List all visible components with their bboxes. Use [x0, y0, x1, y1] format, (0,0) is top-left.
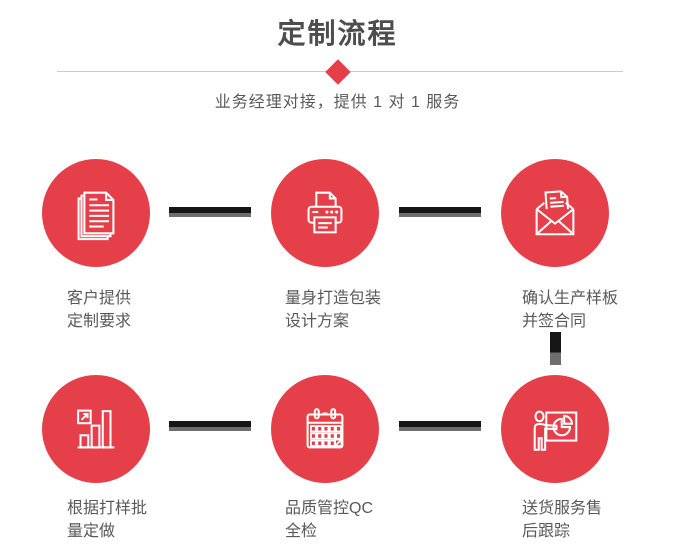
step-label-line2: 全检 [285, 523, 318, 540]
step-label: 客户提供 定制要求 [67, 287, 131, 333]
step-label-line2: 量定做 [67, 523, 116, 540]
step-circle-envelope [501, 159, 609, 267]
step-label-line1: 确认生产样板 [522, 290, 619, 307]
step-label: 确认生产样板 并签合同 [522, 287, 618, 333]
step-label: 送货服务售 后跟踪 [522, 497, 602, 543]
step-circle-bar-chart [42, 375, 150, 483]
connector-horizontal [169, 421, 251, 431]
step-label-line2: 并签合同 [522, 313, 587, 330]
step-label-line1: 送货服务售 [522, 500, 603, 517]
step-label-line1: 品质管控QC [285, 500, 374, 517]
step-circle-presentation [501, 375, 609, 483]
page-title: 定制流程 [277, 18, 398, 49]
connector-vertical [550, 332, 561, 365]
step-circle-calendar [271, 375, 379, 483]
step-label-line2: 设计方案 [285, 313, 350, 330]
step-label-line2: 定制要求 [67, 313, 132, 330]
step-label-line2: 后跟踪 [522, 523, 571, 540]
envelope-icon [535, 190, 575, 236]
step-label-line1: 客户提供 [67, 290, 132, 307]
calendar-icon [306, 408, 344, 449]
step-circle-printer [271, 159, 379, 267]
connector-horizontal [169, 207, 251, 217]
printer-icon [307, 191, 343, 234]
diamond-marker [325, 59, 351, 85]
step-label: 根据打样批 量定做 [67, 497, 147, 543]
section-subtitle: 业务经理对接，提供 1 对 1 服务 [214, 94, 461, 111]
step-label: 量身打造包装 设计方案 [285, 287, 381, 333]
presentation-icon [533, 410, 578, 451]
step-label: 品质管控QC 全检 [285, 497, 373, 543]
connector-horizontal [399, 207, 481, 217]
step-circle-documents [42, 159, 150, 267]
connector-horizontal [399, 421, 481, 431]
bar-chart-icon [77, 409, 115, 449]
step-label-line1: 量身打造包装 [285, 290, 382, 307]
step-label-line1: 根据打样批 [67, 500, 148, 517]
documents-icon [77, 191, 115, 241]
